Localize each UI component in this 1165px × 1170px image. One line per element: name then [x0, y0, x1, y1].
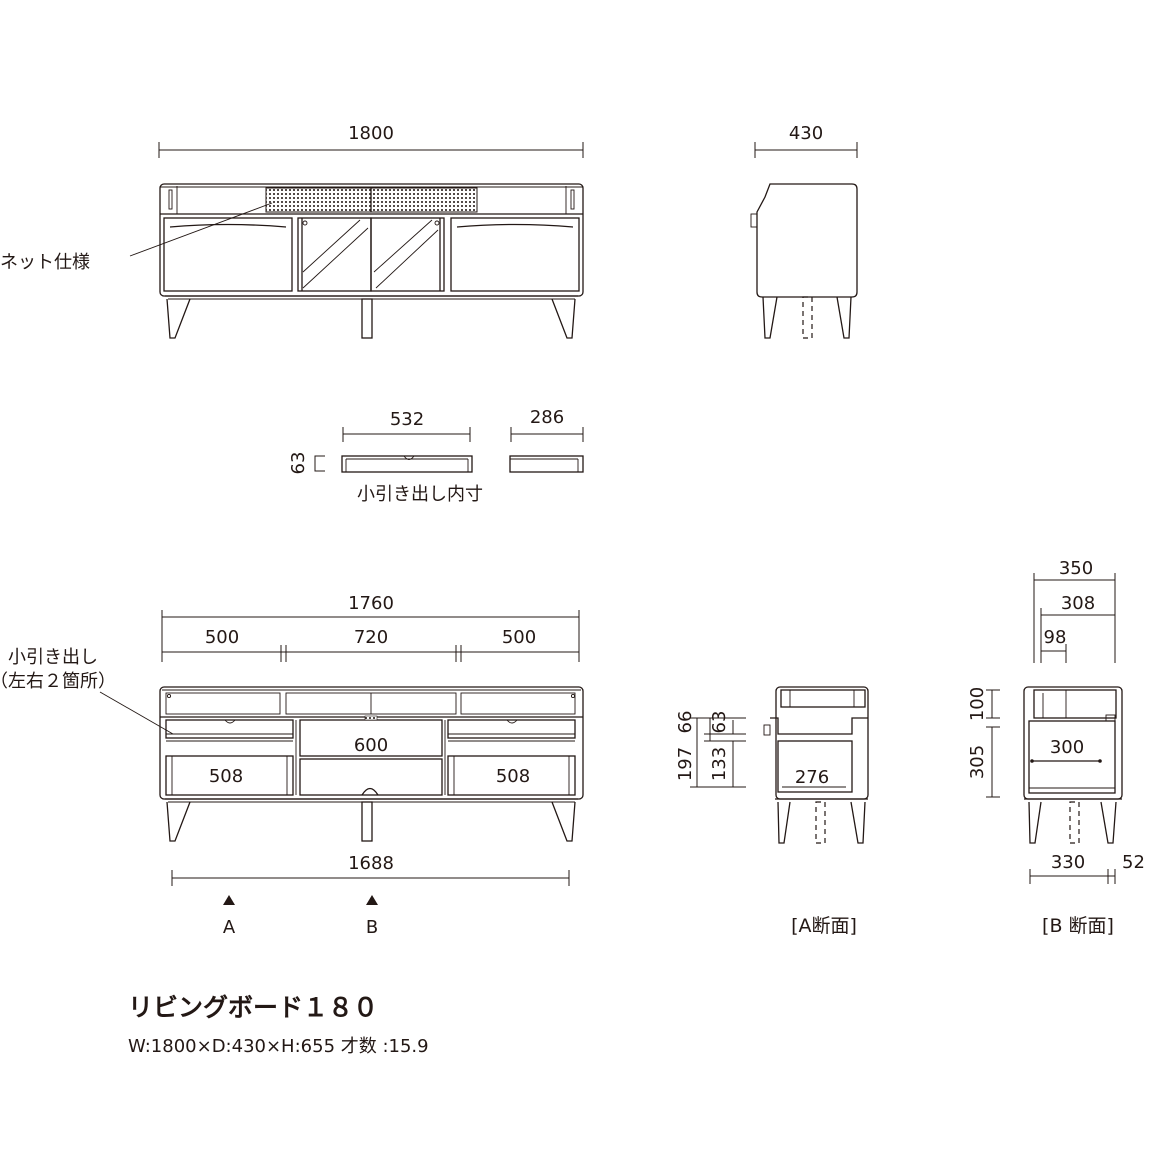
drawer-detail: 532 286 63 小引き出し内寸 — [288, 407, 584, 505]
dimension-label: 300 — [1050, 737, 1084, 758]
marker-label: A — [223, 917, 236, 938]
section-b-bottom-dimensions: 330 52 — [1029, 852, 1145, 884]
dimension-label: 600 — [354, 735, 388, 756]
dimension-label: 500 — [502, 627, 536, 648]
dimension-label: 350 — [1059, 558, 1093, 579]
dimension-1800: 1800 — [158, 123, 584, 158]
interior-view: 1760 500 720 500 6 — [0, 593, 584, 938]
right-drawer — [447, 719, 576, 739]
left-shelf — [165, 755, 294, 796]
product-specs: W:1800×D:430×H:655 才数 :15.9 — [128, 1036, 429, 1057]
dimension-1760: 1760 — [161, 593, 580, 662]
dimension-label: 308 — [1061, 593, 1095, 614]
drawer-label-sub: （左右２箇所） — [0, 671, 116, 692]
drawer-label: 小引き出し — [8, 647, 98, 668]
dimension-label: 532 — [390, 409, 424, 430]
left-drawer — [165, 719, 294, 739]
dimension-label: 98 — [1044, 627, 1067, 648]
dimension-label: 197 — [675, 747, 696, 781]
dimension-label: 720 — [354, 627, 388, 648]
product-title-block: リビングボード１８０ W:1800×D:430×H:655 才数 :15.9 — [128, 993, 429, 1057]
dimension-1688: 1688 — [171, 853, 570, 886]
dimension-label: 133 — [709, 747, 730, 781]
center-leg — [361, 298, 373, 339]
dimension-label: 52 — [1122, 852, 1145, 873]
dimension-label: 1800 — [348, 123, 394, 144]
dimension-label: 508 — [209, 766, 243, 787]
section-a-marker — [223, 895, 235, 905]
dimension-label: 305 — [967, 745, 988, 779]
center-lower — [299, 758, 443, 796]
right-door — [450, 217, 580, 292]
side-view: 430 — [750, 123, 858, 339]
section-b-side-dimensions: 100 305 — [967, 687, 1000, 798]
dimension-label: 276 — [795, 767, 829, 788]
right-leg — [551, 298, 576, 339]
dimension-430: 430 — [754, 123, 858, 158]
drawer-caption: 小引き出し内寸 — [357, 484, 483, 505]
glass-door-left — [297, 217, 372, 292]
dimension-532: 532 — [342, 409, 471, 442]
dimension-label: 63 — [709, 711, 730, 734]
product-title: リビングボード１８０ — [128, 993, 378, 1022]
drawer-front-outline — [341, 455, 473, 473]
left-leg — [166, 298, 191, 339]
dimension-label: 500 — [205, 627, 239, 648]
section-b-label: [B 断面] — [1042, 915, 1114, 937]
right-shelf — [447, 755, 576, 796]
dimension-286: 286 — [510, 407, 584, 442]
dimension-label: 430 — [789, 123, 823, 144]
drawer-side-outline — [509, 455, 584, 473]
left-door — [163, 217, 293, 292]
section-b-marker — [366, 895, 378, 905]
section-a-dimensions: 66 63 197 133 — [675, 711, 746, 788]
dimension-label: 63 — [288, 452, 309, 475]
dimension-label: 100 — [967, 687, 988, 721]
net-spec-label: ネット仕様 — [0, 252, 90, 273]
dimension-label: 1688 — [348, 853, 394, 874]
dimension-label: 330 — [1051, 852, 1085, 873]
dimension-label: 508 — [496, 766, 530, 787]
dimension-label: 66 — [675, 711, 696, 734]
dimension-label: 286 — [530, 407, 564, 428]
side-body — [756, 183, 858, 298]
section-b: 350 308 98 300 100 305 — [967, 558, 1145, 937]
front-view: 1800 ネ — [0, 123, 584, 339]
section-a: 276 66 63 197 133 [A断面] — [675, 686, 869, 937]
section-a-label: [A断面] — [791, 915, 857, 937]
section-b-top-dimensions: 350 308 98 — [1033, 558, 1116, 663]
marker-label: B — [366, 917, 378, 938]
dimension-segments: 500 720 500 — [162, 627, 579, 662]
dimension-label: 1760 — [348, 593, 394, 614]
glass-door-right — [370, 217, 445, 292]
dimension-63: 63 — [288, 452, 325, 475]
